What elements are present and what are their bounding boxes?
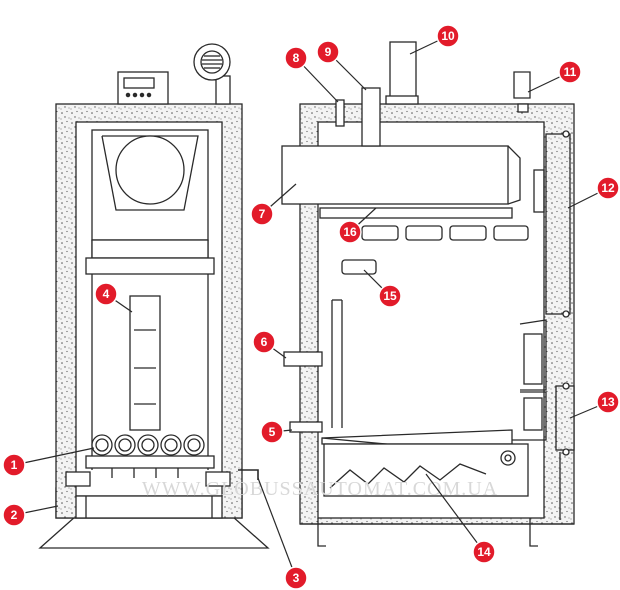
callout-label: 7 (259, 207, 266, 221)
callout-label: 13 (601, 395, 615, 409)
callout-badge (2, 503, 26, 527)
watermark-text: WWW.GLOBUSSAUTOMAT.COM.UA (142, 478, 498, 500)
callout-12: 12 (596, 176, 620, 200)
front-controller-box (117, 71, 169, 105)
side-door-insulation (545, 133, 571, 315)
callout-14: 14 (472, 540, 496, 564)
callout-label: 9 (325, 45, 332, 59)
callout-badge (252, 330, 276, 354)
callout-9: 9 (316, 40, 340, 64)
side-flue-channel (281, 145, 509, 205)
side-inlet-pipe (283, 351, 323, 367)
front-central-column (129, 295, 161, 431)
callout-badge (2, 453, 26, 477)
callout-8: 8 (284, 46, 308, 70)
callout-label: 3 (293, 571, 300, 585)
side-baffle-plate (319, 207, 513, 219)
front-fan (193, 43, 231, 105)
front-flue-opening (115, 135, 185, 205)
callout-label: 2 (11, 508, 18, 522)
side-air-slots (341, 225, 529, 275)
callout-11: 11 (558, 60, 582, 84)
front-base-plinth (38, 515, 270, 549)
side-top-blower (389, 41, 417, 99)
callout-label: 15 (383, 289, 397, 303)
callout-label: 8 (293, 51, 300, 65)
side-top-handle (513, 71, 531, 99)
callout-badge (596, 390, 620, 414)
callout-label: 10 (441, 29, 455, 43)
callout-badge (250, 202, 274, 226)
callout-3: 3 (284, 566, 308, 590)
callout-badge (378, 284, 402, 308)
side-view (281, 41, 575, 547)
front-view (38, 43, 270, 549)
callout-label: 16 (343, 225, 357, 239)
callout-7: 7 (250, 202, 274, 226)
callout-label: 14 (477, 545, 491, 559)
callout-label: 4 (103, 287, 110, 301)
callout-label: 1 (11, 458, 18, 472)
callout-label: 11 (564, 65, 577, 79)
callout-badge (284, 566, 308, 590)
callout-label: 5 (269, 425, 276, 439)
callout-15: 15 (378, 284, 402, 308)
callout-badge (94, 282, 118, 306)
side-top-flue (361, 87, 381, 147)
callout-badge (284, 46, 308, 70)
side-outlet-pipe (289, 421, 323, 433)
callout-badge (338, 220, 362, 244)
callout-badge (316, 40, 340, 64)
side-top-sensor (335, 99, 345, 127)
callout-16: 16 (338, 220, 362, 244)
front-burner-tubes (91, 434, 205, 456)
callout-4: 4 (94, 282, 118, 306)
callout-5: 5 (260, 420, 284, 444)
callout-label: 12 (601, 181, 615, 195)
callout-label: 6 (261, 335, 268, 349)
callout-10: 10 (436, 24, 460, 48)
callout-6: 6 (252, 330, 276, 354)
callout-1: 1 (2, 453, 26, 477)
controller-display (123, 77, 155, 89)
callout-badge (436, 24, 460, 48)
callout-2: 2 (2, 503, 26, 527)
callout-badge (558, 60, 582, 84)
callout-badge (472, 540, 496, 564)
callout-badge (260, 420, 284, 444)
callout-badge (596, 176, 620, 200)
callout-13: 13 (596, 390, 620, 414)
